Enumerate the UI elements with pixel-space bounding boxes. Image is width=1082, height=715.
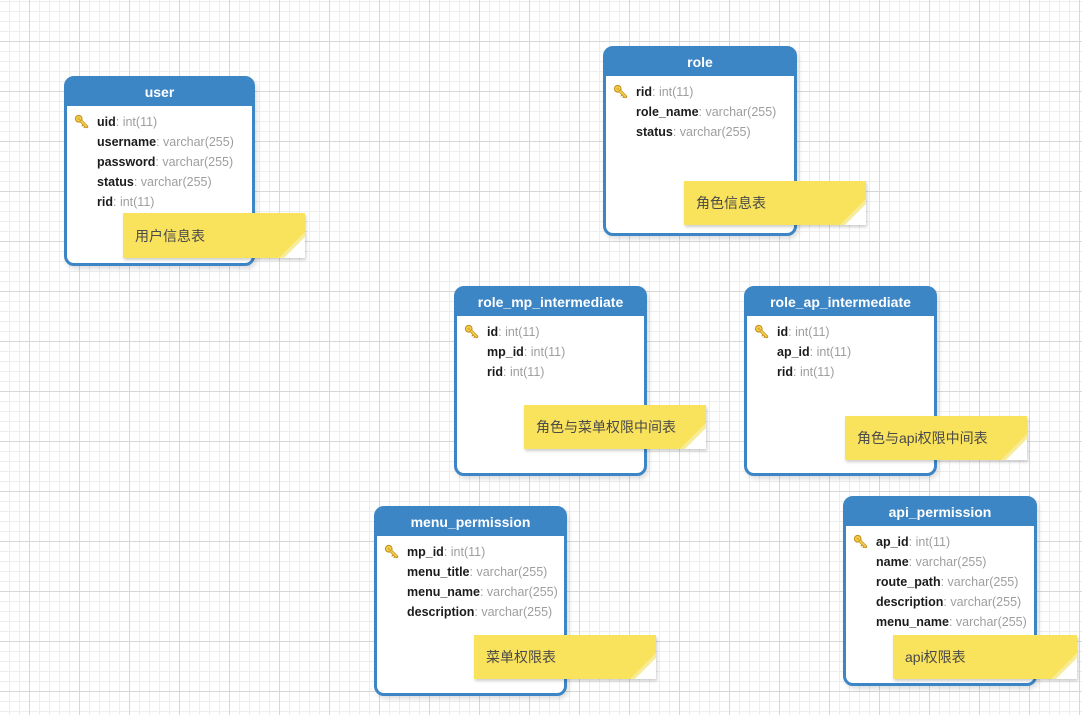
field-name: ap_id (777, 345, 810, 359)
note-fold-cut (284, 237, 305, 258)
note-api-permission[interactable]: api权限表 (893, 635, 1077, 679)
note-text: 角色与api权限中间表 (857, 430, 988, 446)
field-name: username (97, 135, 157, 149)
table-menu-permission-title: menu_permission (377, 509, 564, 538)
field-name: menu_name (876, 615, 949, 629)
field-type: varchar(255) (163, 135, 234, 149)
table-api-permission-title: api_permission (846, 499, 1034, 528)
field-name: description (407, 605, 475, 619)
field-type: varchar(255) (947, 575, 1019, 589)
field-menu_name: menu_name: varchar(255) (407, 585, 558, 599)
field-description: description: varchar(255) (876, 595, 1022, 609)
note-role-mp-intermediate[interactable]: 角色与菜单权限中间表 (524, 405, 706, 449)
field-type: varchar(255) (679, 125, 751, 139)
table-role-title: role (606, 49, 794, 78)
primary-key-icon (613, 84, 628, 99)
field-ap_id: ap_id: int(11) (846, 532, 1034, 552)
field-rid: rid: int(11) (487, 365, 545, 379)
field-type: int(11) (795, 325, 830, 339)
field-name: rid (97, 195, 113, 209)
field-uid: uid: int(11) (67, 112, 252, 132)
field-mp_id: mp_id: int(11) (377, 542, 564, 562)
note-text: api权限表 (905, 649, 966, 665)
field-type: varchar(255) (481, 605, 553, 619)
field-status: status: varchar(255) (636, 125, 751, 139)
field-name: mp_id (487, 345, 524, 359)
field-type: varchar(255) (950, 595, 1022, 609)
field-name: id (487, 325, 499, 339)
field-name: rid (487, 365, 503, 379)
note-text: 角色信息表 (696, 195, 766, 211)
field-rid: rid: int(11) (97, 195, 155, 209)
field-type: varchar(255) (486, 585, 558, 599)
note-text: 菜单权限表 (486, 649, 556, 665)
primary-key-icon (464, 324, 479, 339)
field-type: int(11) (658, 85, 694, 99)
table-user-title: user (67, 79, 252, 108)
note-fold-cut (635, 658, 656, 679)
field-name: rid (777, 365, 793, 379)
field-route_path: route_path: varchar(255) (876, 575, 1019, 589)
field-type: int(11) (119, 195, 155, 209)
field-name: uid (97, 115, 116, 129)
field-type: int(11) (122, 115, 158, 129)
field-name: description (876, 595, 944, 609)
field-type: int(11) (530, 345, 566, 359)
field-type: varchar(255) (705, 105, 777, 119)
primary-key-icon (384, 544, 399, 559)
field-name: ap_id (876, 535, 909, 549)
field-type: int(11) (799, 365, 835, 379)
field-username: username: varchar(255) (97, 135, 234, 149)
primary-key-icon (754, 324, 769, 339)
field-mp_id: mp_id: int(11) (487, 345, 566, 359)
field-role_name: role_name: varchar(255) (636, 105, 777, 119)
field-name: id (777, 325, 789, 339)
field-password: password: varchar(255) (97, 155, 234, 169)
note-text: 用户信息表 (135, 227, 205, 244)
field-description: description: varchar(255) (407, 605, 553, 619)
field-rid: rid: int(11) (777, 365, 835, 379)
primary-key-icon (853, 534, 868, 549)
field-rid: rid: int(11) (606, 82, 794, 102)
field-name: mp_id (407, 545, 444, 559)
field-type: varchar(255) (915, 555, 987, 569)
field-id: id: int(11) (457, 322, 644, 342)
field-name: rid (636, 85, 652, 99)
field-type: int(11) (505, 325, 540, 339)
primary-key-icon (74, 114, 89, 129)
field-name: menu_title (407, 565, 470, 579)
field-type: varchar(255) (140, 175, 212, 189)
field-name: name: varchar(255) (876, 555, 987, 569)
note-role[interactable]: 角色信息表 (684, 181, 866, 225)
note-user[interactable]: 用户信息表 (123, 213, 305, 258)
field-type: int(11) (915, 535, 951, 549)
field-status: status: varchar(255) (97, 175, 212, 189)
table-role-mp-intermediate-title: role_mp_intermediate (457, 289, 644, 318)
field-name: name (876, 555, 909, 569)
field-name: password (97, 155, 156, 169)
field-menu_name: menu_name: varchar(255) (876, 615, 1027, 629)
field-name: role_name (636, 105, 699, 119)
field-id: id: int(11) (747, 322, 934, 342)
table-role-ap-intermediate-title: role_ap_intermediate (747, 289, 934, 318)
field-type: varchar(255) (162, 155, 234, 169)
field-menu_title: menu_title: varchar(255) (407, 565, 548, 579)
note-menu-permission[interactable]: 菜单权限表 (474, 635, 656, 679)
note-role-ap-intermediate[interactable]: 角色与api权限中间表 (845, 416, 1027, 460)
field-type: int(11) (450, 545, 486, 559)
field-name: menu_name (407, 585, 480, 599)
note-fold-cut (1056, 658, 1077, 679)
field-name: status (97, 175, 134, 189)
field-type: varchar(255) (476, 565, 548, 579)
field-type: int(11) (509, 365, 545, 379)
field-ap_id: ap_id: int(11) (777, 345, 852, 359)
field-name: route_path (876, 575, 941, 589)
field-type: varchar(255) (955, 615, 1027, 629)
note-text: 角色与菜单权限中间表 (536, 419, 676, 435)
field-name: status (636, 125, 673, 139)
field-type: int(11) (816, 345, 852, 359)
